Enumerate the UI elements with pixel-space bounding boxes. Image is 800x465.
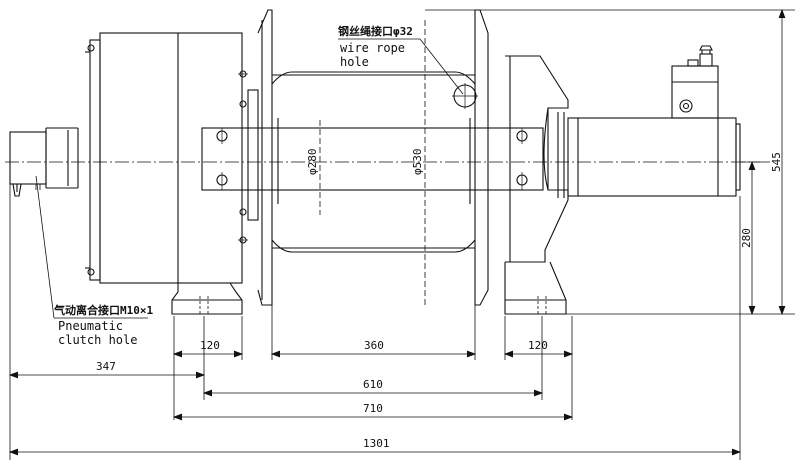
clutch-label-en-2: clutch hole bbox=[58, 333, 137, 347]
wire-rope-label-en-2: hole bbox=[340, 55, 369, 69]
base-beam bbox=[201, 127, 544, 191]
wire-rope-label-en-1: wire rope bbox=[340, 41, 405, 55]
dim-mount-spacing: 610 bbox=[363, 378, 383, 391]
clutch-label-en-1: Pneumatic bbox=[58, 319, 123, 333]
gearbox-housing bbox=[85, 32, 248, 284]
left-foot bbox=[171, 282, 243, 315]
motor bbox=[567, 117, 741, 197]
dim-overall-length: 1301 bbox=[363, 437, 390, 450]
wire-rope-leader bbox=[338, 38, 464, 95]
wire-rope-label-cn: 钢丝绳接口φ32 bbox=[338, 24, 413, 38]
dim-clutch-offset: 347 bbox=[96, 360, 116, 373]
clutch-connector bbox=[9, 127, 79, 197]
drum bbox=[271, 20, 476, 305]
dimension-height bbox=[425, 8, 795, 316]
valve-block bbox=[671, 45, 719, 119]
dim-center-height: 280 bbox=[740, 228, 753, 248]
horizontal-dimensions bbox=[8, 184, 742, 460]
dim-base-length: 710 bbox=[363, 402, 383, 415]
dim-flange-diameter: φ530 bbox=[411, 149, 424, 176]
dimension-center-height bbox=[740, 160, 770, 316]
clutch-leader bbox=[35, 175, 148, 319]
dim-drum-length: 360 bbox=[364, 339, 384, 352]
clutch-label-cn: 气动离合接口M10×1 bbox=[53, 303, 153, 317]
right-support bbox=[504, 55, 569, 315]
dim-left-foot: 120 bbox=[200, 339, 220, 352]
dim-total-height: 545 bbox=[770, 152, 783, 172]
left-flange bbox=[247, 9, 273, 306]
dim-drum-diameter: φ280 bbox=[306, 149, 319, 176]
dim-right-foot: 120 bbox=[528, 339, 548, 352]
